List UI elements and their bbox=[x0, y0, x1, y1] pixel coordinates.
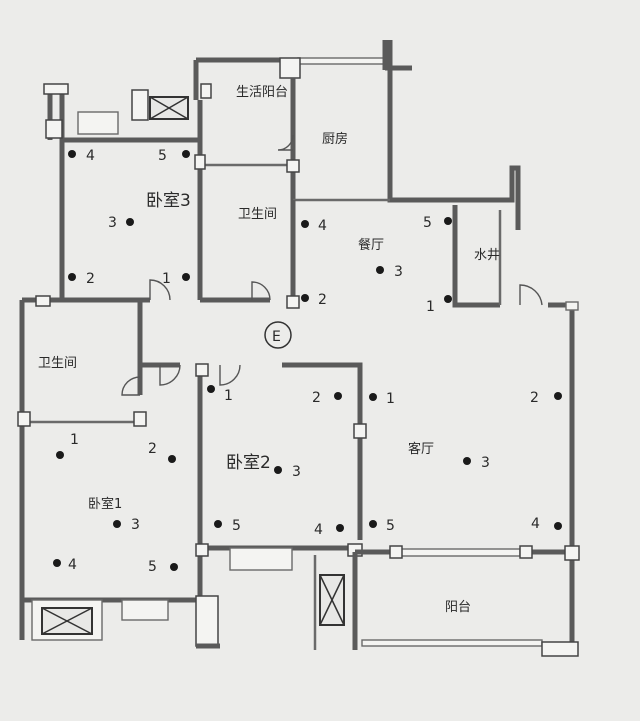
marker-e-label: E bbox=[272, 329, 281, 345]
room-label-kitchen: 厨房 bbox=[322, 131, 348, 147]
point-br2-5 bbox=[214, 520, 222, 528]
point-living-1 bbox=[369, 393, 377, 401]
point-dining-3 bbox=[376, 266, 384, 274]
point-br3-1 bbox=[182, 273, 190, 281]
point-living-2 bbox=[554, 392, 562, 400]
point-dining-5 bbox=[444, 217, 452, 225]
room-label-bedroom3: 卧室3 bbox=[146, 191, 191, 211]
point-br2-5-label: 5 bbox=[232, 518, 241, 534]
ac-unit-bottom-left bbox=[41, 607, 93, 635]
point-br1-1-label: 1 bbox=[70, 432, 79, 448]
room-label-living-balcony: 生活阳台 bbox=[236, 85, 288, 100]
point-living-5-label: 5 bbox=[386, 518, 395, 534]
point-living-3 bbox=[463, 457, 471, 465]
room-label-bathroom-top: 卫生间 bbox=[238, 207, 277, 222]
point-living-5 bbox=[369, 520, 377, 528]
point-br2-2-label: 2 bbox=[312, 390, 321, 406]
ac-unit-bottom-mid bbox=[319, 574, 345, 626]
point-br1-1 bbox=[56, 451, 64, 459]
point-br3-1-label: 1 bbox=[162, 271, 171, 287]
point-br2-4-label: 4 bbox=[314, 522, 323, 538]
point-br3-4-label: 4 bbox=[86, 148, 95, 164]
point-living-4 bbox=[554, 522, 562, 530]
point-br3-3 bbox=[126, 218, 134, 226]
point-br1-3 bbox=[113, 520, 121, 528]
point-dining-4 bbox=[301, 220, 309, 228]
point-dining-1-label: 1 bbox=[426, 299, 435, 315]
point-br3-5-label: 5 bbox=[158, 148, 167, 164]
room-label-bathroom-left: 卫生间 bbox=[38, 356, 77, 371]
room-label-balcony: 阳台 bbox=[445, 600, 471, 615]
door-swings bbox=[121, 134, 543, 396]
point-br3-3-label: 3 bbox=[108, 215, 117, 231]
point-br1-5-label: 5 bbox=[148, 559, 157, 575]
point-br1-4 bbox=[53, 559, 61, 567]
ac-unit-top bbox=[149, 96, 189, 120]
points-bedroom2: 1 2 3 5 4 bbox=[207, 385, 344, 538]
point-br2-2 bbox=[334, 392, 342, 400]
point-dining-2 bbox=[301, 294, 309, 302]
point-br1-2-label: 2 bbox=[148, 441, 157, 457]
points-dining: 4 5 3 2 1 bbox=[301, 215, 452, 315]
room-label-dining: 餐厅 bbox=[358, 237, 384, 253]
point-dining-1 bbox=[444, 295, 452, 303]
point-living-1-label: 1 bbox=[386, 391, 395, 407]
point-dining-3-label: 3 bbox=[394, 264, 403, 280]
marker-e: E bbox=[264, 321, 292, 349]
room-label-bedroom1: 卧室1 bbox=[88, 496, 122, 512]
point-br3-4 bbox=[68, 150, 76, 158]
point-dining-2-label: 2 bbox=[318, 292, 327, 308]
point-br1-2 bbox=[168, 455, 176, 463]
point-br2-3-label: 3 bbox=[292, 464, 301, 480]
points-bedroom3: 4 5 3 2 1 bbox=[68, 148, 190, 287]
point-living-4-label: 4 bbox=[531, 516, 540, 532]
point-br2-3 bbox=[274, 466, 282, 474]
point-br1-5 bbox=[170, 563, 178, 571]
point-dining-5-label: 5 bbox=[423, 215, 432, 231]
point-br1-4-label: 4 bbox=[68, 557, 77, 573]
point-br2-1 bbox=[207, 385, 215, 393]
point-living-3-label: 3 bbox=[481, 455, 490, 471]
room-label-water-shaft: 水井 bbox=[474, 248, 500, 263]
room-label-living-room: 客厅 bbox=[408, 441, 434, 457]
points-bedroom1: 1 2 3 4 5 bbox=[53, 432, 178, 575]
point-living-2-label: 2 bbox=[530, 390, 539, 406]
point-br2-4 bbox=[336, 524, 344, 532]
point-br3-2-label: 2 bbox=[86, 271, 95, 287]
point-dining-4-label: 4 bbox=[318, 218, 327, 234]
point-br3-2 bbox=[68, 273, 76, 281]
point-br1-3-label: 3 bbox=[131, 517, 140, 533]
points-living-room: 1 2 3 5 4 bbox=[369, 390, 562, 534]
point-br2-1-label: 1 bbox=[224, 388, 233, 404]
room-label-bedroom2: 卧室2 bbox=[226, 453, 271, 473]
point-br3-5 bbox=[182, 150, 190, 158]
